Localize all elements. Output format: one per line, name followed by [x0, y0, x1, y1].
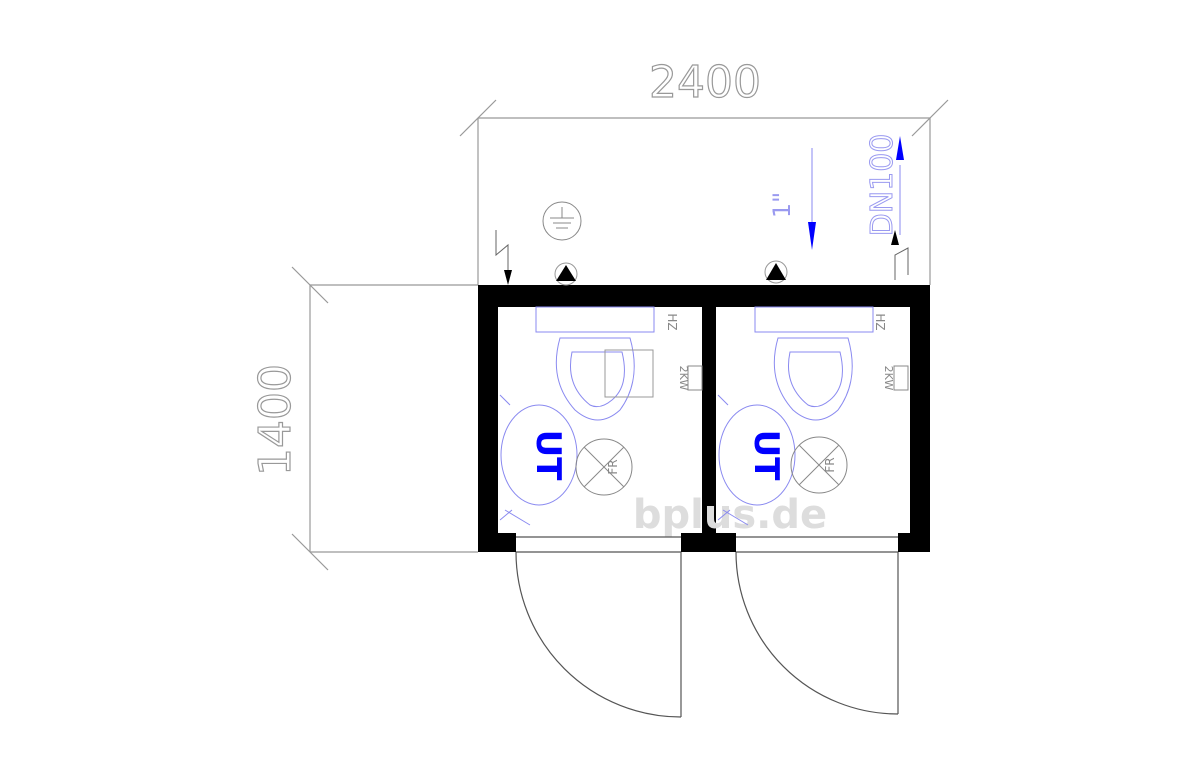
- toilet-tank: [535, 306, 655, 333]
- floor-drain-label-right: FR: [823, 457, 837, 472]
- ground-symbol-icon: [542, 201, 582, 241]
- hz-label-right: HZ: [873, 313, 887, 330]
- toilet-tank: [754, 306, 874, 333]
- toilet-bowl: [555, 337, 635, 421]
- toilet-paper-holder: [604, 349, 654, 398]
- door-right: [735, 536, 899, 715]
- depth-dimension: [291, 266, 478, 571]
- door-left: [515, 536, 682, 718]
- heater-label-right: 2KW: [882, 366, 895, 391]
- width-label: 2400: [649, 57, 761, 108]
- depth-label: 1400: [250, 364, 301, 476]
- toilet-bowl: [773, 337, 853, 421]
- drain-pipe-label: DN100: [865, 134, 900, 237]
- water-inlet-arrow-icon: [808, 148, 816, 250]
- floor-drain-label-left: FR: [606, 459, 620, 474]
- power-feed-right-icon: [891, 230, 909, 280]
- cabin-right: [717, 306, 874, 526]
- urinal-outline: [500, 404, 578, 506]
- connection-marker-right-icon: [764, 260, 788, 284]
- fixture-label-left: UT: [528, 430, 568, 482]
- water-pipe-label: 1": [768, 192, 796, 218]
- urinal-outline: [718, 404, 796, 506]
- connection-marker-left-icon: [554, 262, 578, 286]
- floor-drain-right-icon: [790, 436, 848, 494]
- drain-outlet-arrow-icon: [896, 136, 904, 235]
- hz-label-left: HZ: [665, 313, 679, 330]
- power-feed-left-icon: [495, 230, 512, 285]
- width-dimension: [459, 99, 949, 285]
- fixture-label-right: UT: [746, 430, 786, 482]
- heater-label-left: 2KW: [677, 366, 690, 391]
- watermark: bplus.de: [633, 492, 827, 538]
- floor-drain-left-icon: [575, 438, 633, 496]
- heater-right-icon: [893, 365, 909, 391]
- walls: [478, 285, 930, 552]
- heater-left-icon: [687, 365, 703, 391]
- cabin-left: [499, 306, 655, 526]
